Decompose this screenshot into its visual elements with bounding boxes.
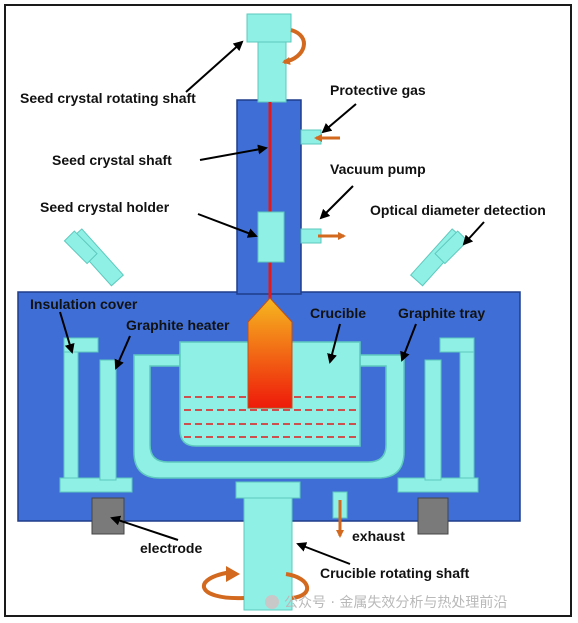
pointer-seed-rotating-shaft [185,40,244,93]
label-seed-rotating-shaft: Seed crystal rotating shaft [20,90,196,106]
pointer-crucible [327,323,341,364]
graphite-heater [99,359,442,481]
diagram-frame [4,4,572,617]
pointer-seed-shaft [199,144,268,161]
watermark-icon [265,595,279,609]
label-seed-holder: Seed crystal holder [40,199,170,215]
label-insulation-cover: Insulation cover [30,296,138,312]
pointer-graphite-heater [114,335,131,370]
electrode-left [91,497,125,535]
watermark-text: 公众号 · 金属失效分析与热处理前沿 [284,594,507,611]
graphite-tray [133,354,405,479]
growing-crystal [247,297,293,409]
label-crucible-rotating-shaft: Crucible rotating shaft [320,565,470,581]
label-exhaust: exhaust [352,528,405,544]
pointer-electrode [110,515,179,541]
label-seed-shaft: Seed crystal shaft [52,152,172,168]
pointer-protective-gas [321,103,357,134]
label-vacuum-pump: Vacuum pump [330,161,426,177]
label-optical-detection: Optical diameter detection [370,202,546,218]
seed-rotation-arrow [282,28,306,65]
label-graphite-heater: Graphite heater [126,317,230,333]
pointer-crucible-rotating-shaft [296,542,351,565]
insulation-cover [59,337,479,493]
label-crucible: Crucible [310,305,366,321]
seed-rotating-shaft [257,37,287,103]
seed-crystal-holder [257,211,285,263]
pointer-insulation-cover [59,311,75,354]
pointer-vacuum-pump [319,185,354,220]
label-electrode: electrode [140,540,202,556]
label-graphite-tray: Graphite tray [398,305,485,321]
crucible-shaft-collar [235,481,301,499]
seed-rotating-shaft-cap [246,13,292,43]
crucible-rotation-arrow [201,570,310,601]
pointer-seed-holder [197,213,258,238]
pointer-graphite-tray [400,323,417,362]
optical-port-right [409,228,469,287]
pointer-optical-detection [462,221,485,246]
melt-level-lines [184,396,356,438]
label-protective-gas: Protective gas [330,82,426,98]
crucible-rotating-shaft [243,497,293,611]
crucible-rotation-arrowhead [226,566,240,582]
electrode-right [417,497,449,535]
optical-port-left [63,228,125,287]
